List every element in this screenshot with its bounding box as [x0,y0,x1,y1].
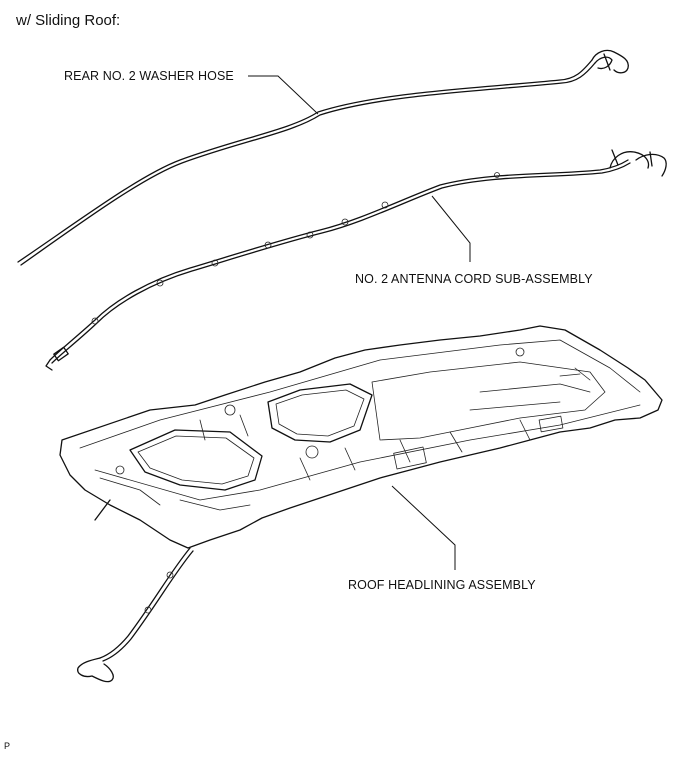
headlining-leader [391,485,456,570]
diagram-heading: w/ Sliding Roof: [16,12,121,29]
antenna-cord-leader [431,195,471,262]
washer-hose-drawing [17,49,629,266]
headlining-label: ROOF HEADLINING ASSEMBLY [348,578,536,592]
washer-hose-label: REAR NO. 2 WASHER HOSE [64,69,234,83]
antenna-cord-label: NO. 2 ANTENNA CORD SUB-ASSEMBLY [355,272,593,286]
washer-hose-leader [248,75,319,115]
footer-code: P [4,741,11,751]
antenna-cord-drawing [45,149,667,371]
headlining-drawing [59,325,663,683]
